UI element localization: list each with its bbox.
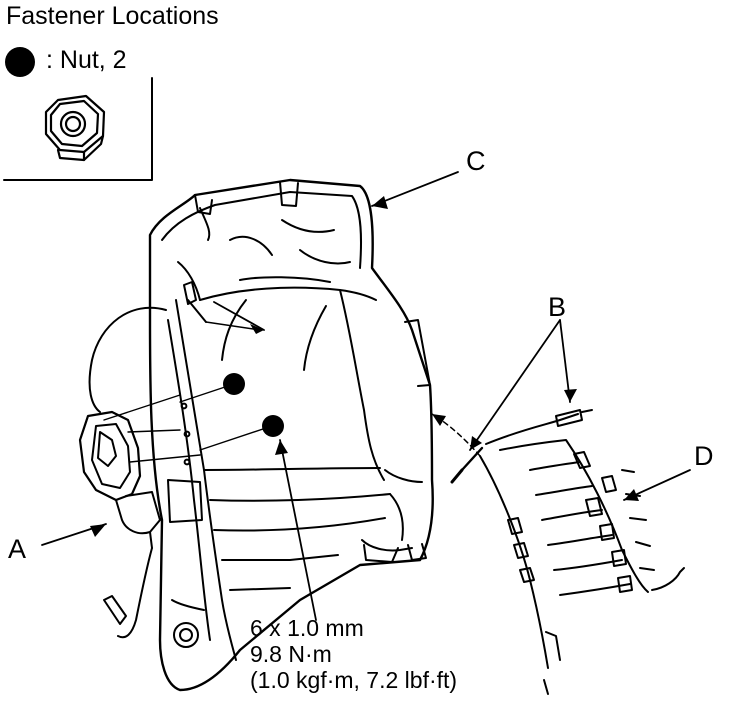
callout-d: D [694, 441, 714, 471]
torque-spec-size: 6 x 1.0 mm [250, 615, 364, 641]
nut-markers [223, 373, 284, 437]
motor-actuator [78, 306, 201, 639]
diagram-title: Fastener Locations [6, 2, 219, 30]
callout-c: C [466, 146, 486, 176]
lumbar-support [450, 409, 685, 695]
callout-b: B [548, 292, 567, 322]
legend-box [3, 77, 153, 181]
legend-nut-symbol [5, 47, 35, 77]
callout-a: A [8, 534, 27, 564]
legend-nut-label: : Nut, 2 [46, 46, 127, 74]
nut-icon [44, 94, 106, 162]
torque-spec-nm: 9.8 N·m [250, 641, 332, 667]
nut-marker-upper [223, 373, 245, 395]
nut-marker-lower [262, 415, 284, 437]
torque-spec-alt-units: (1.0 kgf·m, 7.2 lbf·ft) [250, 667, 458, 693]
arrowheads [90, 196, 639, 537]
seat-back-frame [148, 178, 434, 692]
